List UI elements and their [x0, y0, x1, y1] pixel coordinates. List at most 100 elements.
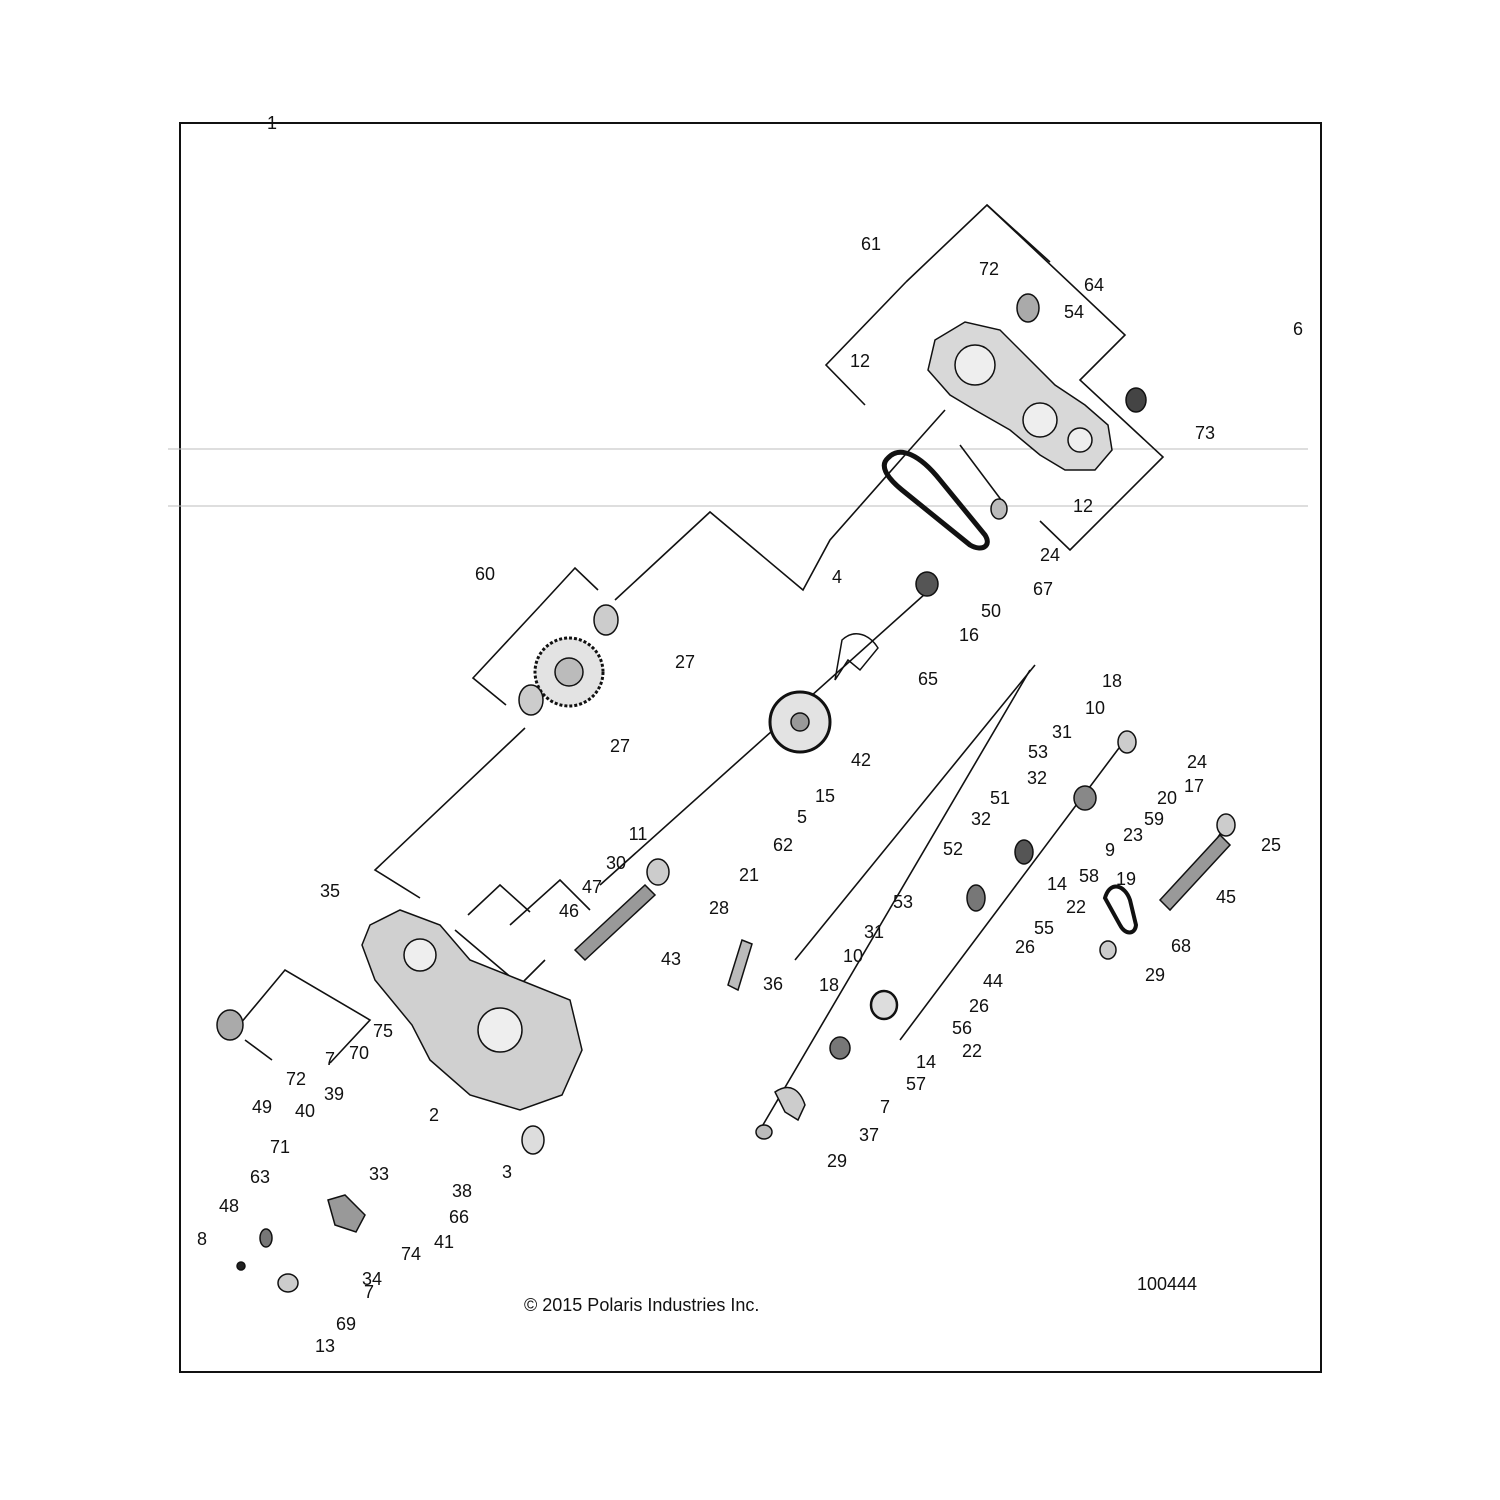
callout-23: 23 — [1123, 825, 1143, 845]
seal-part — [1016, 293, 1040, 323]
callout-72: 72 — [286, 1069, 306, 1089]
seal-part — [216, 1009, 244, 1041]
input-shaft-part — [573, 883, 657, 962]
hub-part — [829, 1036, 851, 1060]
callout-29: 29 — [827, 1151, 847, 1171]
cap-part — [277, 1273, 299, 1293]
chain-part — [1102, 884, 1139, 935]
bearing-part — [755, 1124, 773, 1140]
callout-56: 56 — [952, 1018, 972, 1038]
callout-37: 37 — [859, 1125, 879, 1145]
callout-61: 61 — [861, 234, 881, 254]
callout-13: 13 — [315, 1336, 335, 1356]
bearing-part — [1117, 730, 1137, 754]
callout-53: 53 — [1028, 742, 1048, 762]
callout-14: 14 — [1047, 874, 1067, 894]
callout-3: 3 — [502, 1162, 512, 1182]
callout-57: 57 — [906, 1074, 926, 1094]
callout-11: 11 — [629, 824, 648, 844]
callout-24: 24 — [1187, 752, 1207, 772]
gear-part — [966, 884, 986, 912]
callout-20: 20 — [1157, 788, 1177, 808]
callout-7: 7 — [364, 1282, 374, 1302]
bearing-part — [646, 858, 670, 886]
callout-74: 74 — [401, 1244, 421, 1264]
gear-part — [259, 1228, 273, 1248]
bearing-part — [1099, 940, 1117, 960]
callout-70: 70 — [349, 1043, 369, 1063]
callout-14: 14 — [916, 1052, 936, 1072]
gear-part — [915, 571, 939, 597]
callout-68: 68 — [1171, 936, 1191, 956]
callout-75: 75 — [373, 1021, 393, 1041]
callout-17: 17 — [1184, 776, 1204, 796]
callout-58: 58 — [1079, 866, 1099, 886]
bearing-part — [518, 684, 544, 716]
callout-8: 8 — [197, 1229, 207, 1249]
callout-51: 51 — [990, 788, 1010, 808]
callout-39: 39 — [324, 1084, 344, 1104]
callout-9: 9 — [1105, 840, 1115, 860]
callout-2: 2 — [429, 1105, 439, 1125]
callout-27: 27 — [610, 736, 630, 756]
callout-10: 10 — [843, 946, 863, 966]
callout-32: 32 — [971, 809, 991, 829]
callout-49: 49 — [252, 1097, 272, 1117]
callout-46: 46 — [559, 901, 579, 921]
shift-lever-part — [727, 939, 753, 992]
callout-19: 19 — [1116, 869, 1136, 889]
callout-35: 35 — [320, 881, 340, 901]
callout-25: 25 — [1261, 835, 1281, 855]
callout-45: 45 — [1216, 887, 1236, 907]
gear-part — [869, 989, 899, 1021]
callout-43: 43 — [661, 949, 681, 969]
callout-71: 71 — [270, 1137, 290, 1157]
callout-12: 12 — [1073, 496, 1093, 516]
callout-29: 29 — [1145, 965, 1165, 985]
diagram-frame — [179, 122, 1322, 1373]
shift-drum-part — [774, 1086, 806, 1122]
callout-55: 55 — [1034, 918, 1054, 938]
callout-64: 64 — [1084, 275, 1104, 295]
callout-65: 65 — [918, 669, 938, 689]
callout-36: 36 — [763, 974, 783, 994]
callout-54: 54 — [1064, 302, 1084, 322]
callout-18: 18 — [819, 975, 839, 995]
callout-26: 26 — [969, 996, 989, 1016]
callout-34: 34 — [362, 1269, 382, 1289]
output-shaft-part — [1158, 833, 1232, 912]
callout-7: 7 — [880, 1097, 890, 1117]
callout-18: 18 — [1102, 671, 1122, 691]
callout-12: 12 — [850, 351, 870, 371]
callout-73: 73 — [1195, 423, 1215, 443]
callout-60: 60 — [475, 564, 495, 584]
bearing-part — [593, 604, 619, 636]
callout-66: 66 — [449, 1207, 469, 1227]
callout-48: 48 — [219, 1196, 239, 1216]
callout-40: 40 — [295, 1101, 315, 1121]
callout-6: 6 — [1293, 319, 1303, 339]
copyright-notice: © 2015 Polaris Industries Inc. — [524, 1295, 759, 1315]
callout-72: 72 — [979, 259, 999, 279]
callout-31: 31 — [1052, 722, 1072, 742]
figure-id: 100444 — [1137, 1274, 1197, 1294]
gear-part — [1073, 785, 1097, 811]
callout-30: 30 — [606, 853, 626, 873]
callout-15: 15 — [815, 786, 835, 806]
callout-67: 67 — [1033, 579, 1053, 599]
callout-69: 69 — [336, 1314, 356, 1334]
callout-32: 32 — [1027, 768, 1047, 788]
drive-belt-part — [881, 449, 990, 551]
callout-42: 42 — [851, 750, 871, 770]
assembly-number: 1 — [267, 113, 277, 133]
callout-38: 38 — [452, 1181, 472, 1201]
callout-4: 4 — [832, 567, 842, 587]
callout-52: 52 — [943, 839, 963, 859]
callout-41: 41 — [434, 1232, 454, 1252]
callout-62: 62 — [773, 835, 793, 855]
bearing-part — [1216, 813, 1236, 837]
callout-22: 22 — [962, 1041, 982, 1061]
part-drawings — [216, 293, 1236, 1293]
callout-44: 44 — [983, 971, 1003, 991]
